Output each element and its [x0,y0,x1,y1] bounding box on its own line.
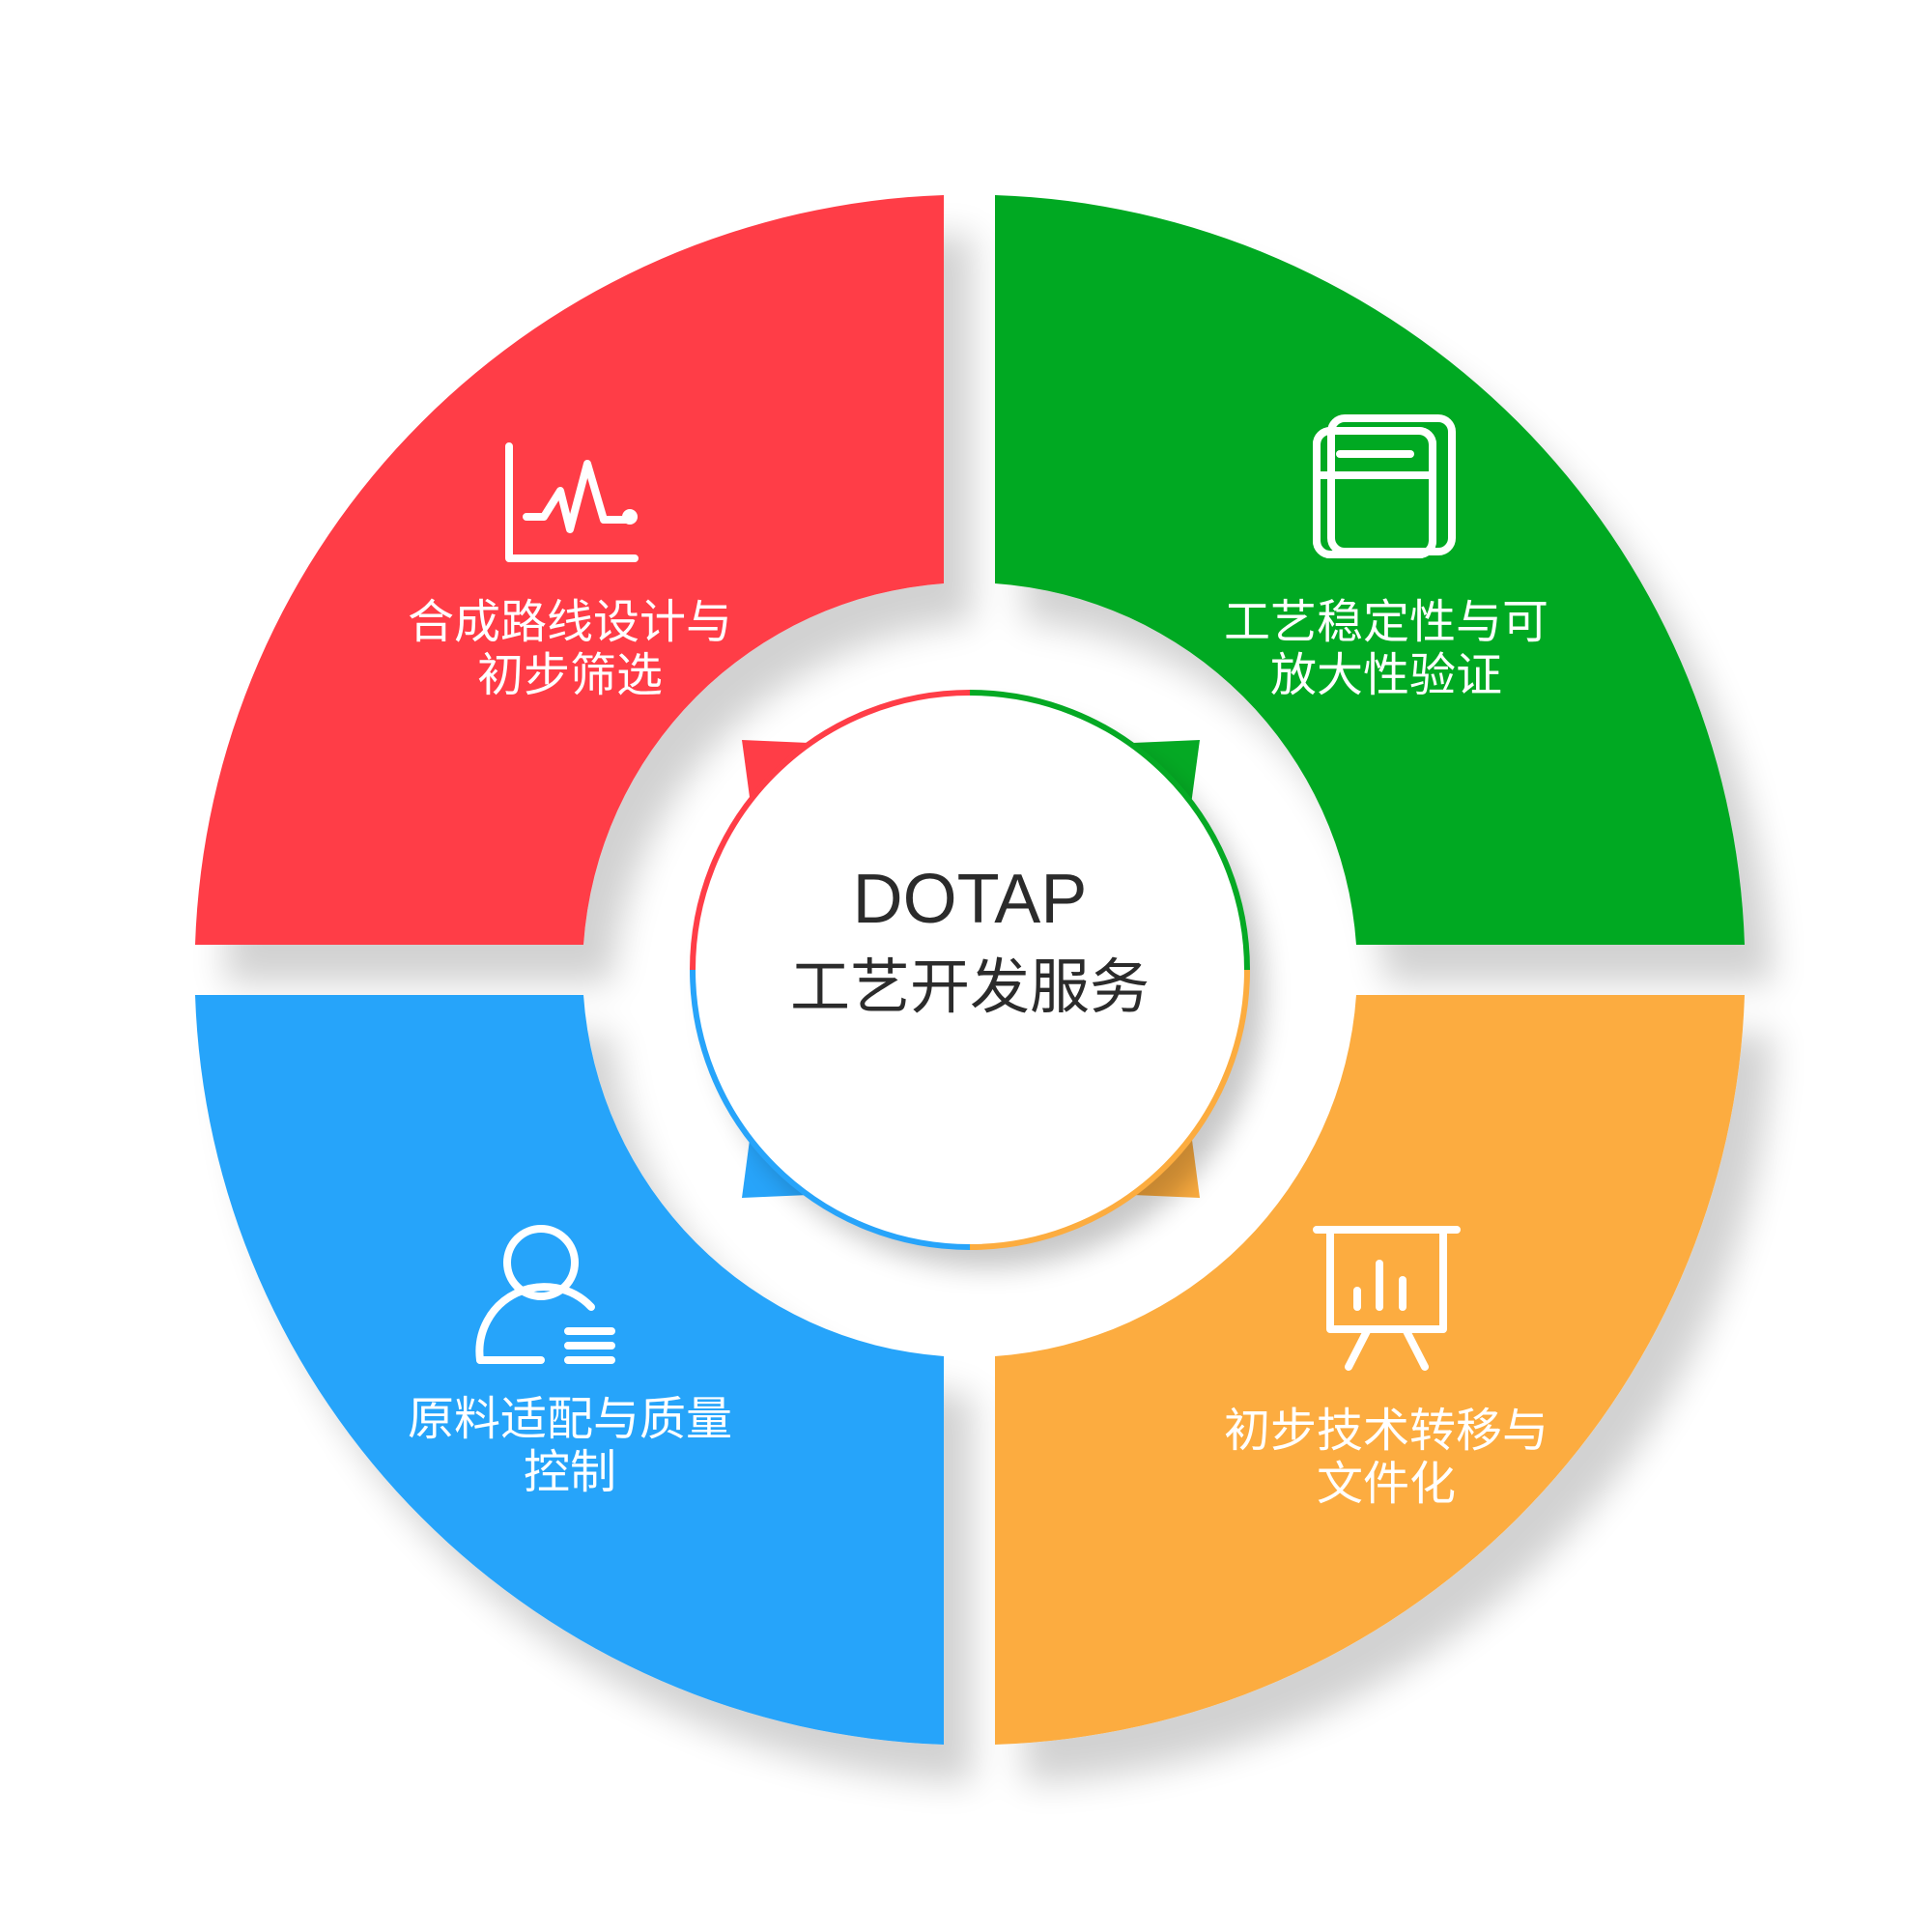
segment-top-right [995,195,1745,945]
segment-label-bottom-left-line1: 原料适配与质量 [408,1392,732,1446]
center-arc-top-right [969,690,1250,971]
line-chart-icon [505,442,639,562]
segment-bottom-right [995,995,1745,1745]
segment-label-bottom-right-line1: 初步技术转移与 [1224,1404,1548,1458]
center-title: DOTAP [853,861,1088,938]
segment-label-top-left-line2: 初步筛选 [477,648,663,702]
segment-bottom-left [195,995,944,1745]
window-stack-icon [1313,414,1456,558]
user-list-icon [475,1225,615,1364]
segment-label-bottom-right-line2: 文件化 [1317,1457,1456,1511]
segment-label-bottom-left-line2: 控制 [524,1445,616,1499]
segment-top-left [195,195,944,945]
center-subtitle: 工艺开发服务 [790,952,1150,1022]
center-disc [699,699,1240,1240]
center-arc-top-left [690,690,971,971]
center-arc-bottom-left [690,969,971,1250]
outer-ring [195,195,1745,1745]
presentation-board-icon [1313,1226,1461,1371]
center-ring-arcs [690,690,1250,1250]
segment-label-top-right-line2: 放大性验证 [1270,648,1502,702]
segment-label-top-left-line1: 合成路线设计与 [408,595,732,649]
center-arc-bottom-right [969,969,1250,1250]
segment-label-top-right-line1: 工艺稳定性与可 [1224,595,1548,649]
